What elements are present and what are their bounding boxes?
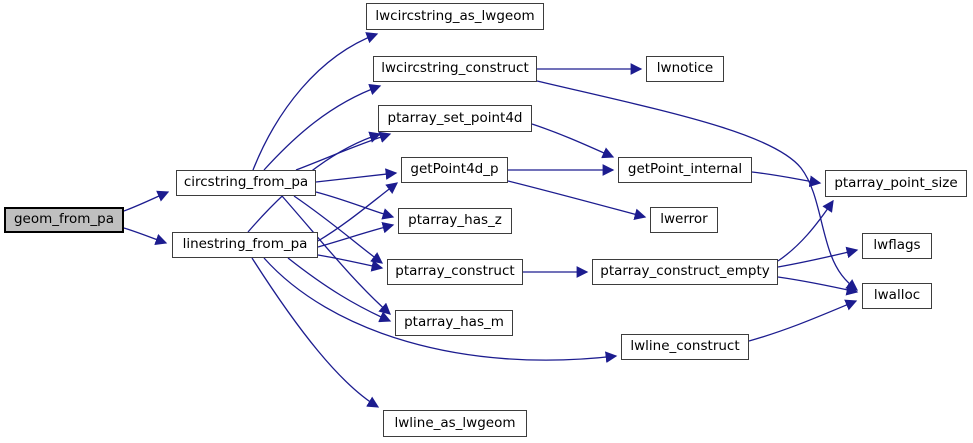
edge-circstring_from_pa-ptarray_construct [293,195,384,264]
edge-getPoint_internal-ptarray_point_size [751,171,822,188]
edge-linestring_from_pa-ptarray_has_z [317,221,395,248]
node-lwline-construct[interactable]: lwline_construct [621,334,749,360]
edge-geom_from_pa-linestring_from_pa [123,227,168,246]
node-ptarray-point-size[interactable]: ptarray_point_size [825,170,967,197]
edge-linestring_from_pa-getPoint4d_p [317,182,399,242]
node-lwnotice[interactable]: lwnotice [646,56,724,82]
edge-linestring_from_pa-ptarray_has_m [287,257,392,323]
node-ptarray-has-z[interactable]: ptarray_has_z [398,208,512,234]
node-getpoint4d-p[interactable]: getPoint4d_p [401,157,508,183]
node-lwcircstring-construct[interactable]: lwcircstring_construct [373,56,537,82]
node-ptarray-construct-empty[interactable]: ptarray_construct_empty [592,259,778,285]
node-lwline-as-lwgeom[interactable]: lwline_as_lwgeom [383,410,527,437]
edge-linestring_from_pa-ptarray_construct [317,254,384,272]
edge-circstring_from_pa-ptarray_has_z [315,191,395,220]
node-ptarray-construct[interactable]: ptarray_construct [387,259,523,285]
edge-circstring_from_pa-ptarray_has_m [281,195,391,315]
node-lwalloc[interactable]: lwalloc [862,283,932,309]
edge-ptarray_construct_empty-lwalloc [777,276,859,296]
node-getpoint-internal[interactable]: getPoint_internal [618,157,752,183]
edge-linestring_from_pa-lwline_as_lwgeom [251,257,380,408]
node-circstring-from-pa[interactable]: circstring_from_pa [176,170,316,196]
node-ptarray-set-point4d[interactable]: ptarray_set_point4d [378,105,532,132]
edge-circstring_from_pa-lwcircstring_as_lwgeom [252,32,379,171]
edge-geom_from_pa-circstring_from_pa [123,190,170,212]
edge-ptarray_set_point4d-getPoint_internal [531,123,615,159]
edge-circstring_from_pa-getPoint4d_p [315,168,398,183]
edge-linestring_from_pa-lwline_construct [263,257,618,364]
node-lwflags[interactable]: lwflags [862,233,932,259]
node-lwerror[interactable]: lwerror [650,207,718,233]
node-ptarray-has-m[interactable]: ptarray_has_m [395,310,513,336]
edge-circstring_from_pa-ptarray_set_point4d [295,131,392,171]
edge-ptarray_construct_empty-lwflags [777,246,859,268]
edge-lwcircstring_construct-lwalloc [536,80,859,291]
node-linestring-from-pa[interactable]: linestring_from_pa [172,232,318,258]
edge-getPoint4d_p-lwerror [507,180,647,220]
edge-circstring_from_pa-lwcircstring_construct [263,84,382,171]
node-lwcircstring-as-lwgeom[interactable]: lwcircstring_as_lwgeom [366,3,544,30]
edge-ptarray_construct_empty-ptarray_point_size [777,199,834,262]
node-geom-from-pa: geom_from_pa [4,207,124,233]
edge-lwline_construct-lwalloc [748,299,858,342]
